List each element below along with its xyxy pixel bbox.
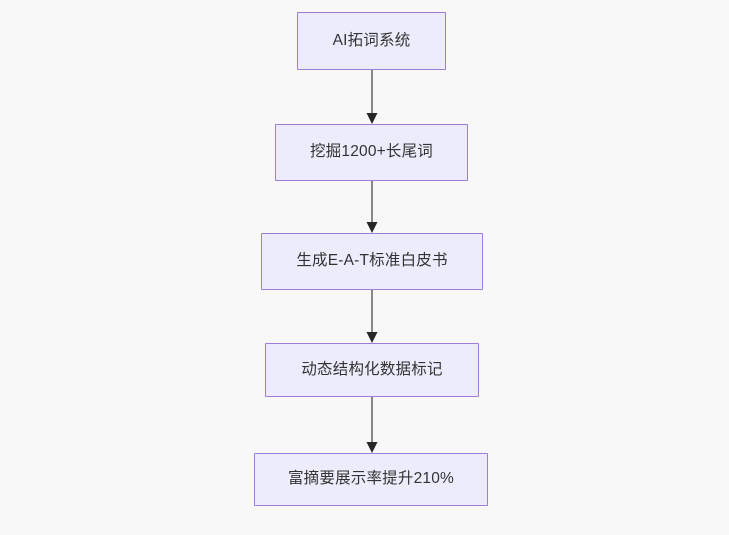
flow-node-label: 动态结构化数据标记 xyxy=(301,360,443,378)
flow-node-label: 富摘要展示率提升210% xyxy=(287,470,455,488)
arrowhead-icon xyxy=(366,113,377,124)
flow-node-dynamic-structured-data[interactable]: 动态结构化数据标记 xyxy=(265,343,479,397)
edge-ai-to-longtail xyxy=(366,70,377,124)
flow-node-ai-keyword-system[interactable]: AI拓词系统 xyxy=(297,12,446,70)
flow-node-label: 挖掘1200+长尾词 xyxy=(309,143,434,161)
flow-node-label: 生成E-A-T标准白皮书 xyxy=(296,252,448,270)
arrowhead-icon xyxy=(366,332,377,343)
edge-schema-to-richsnippet xyxy=(366,397,377,453)
arrowhead-icon xyxy=(366,442,377,453)
edge-longtail-to-whitepaper xyxy=(366,181,377,233)
flow-node-longtail-keywords[interactable]: 挖掘1200+长尾词 xyxy=(275,124,468,181)
flow-node-eat-whitepaper[interactable]: 生成E-A-T标准白皮书 xyxy=(261,233,483,290)
flow-node-label: AI拓词系统 xyxy=(332,31,411,49)
flow-node-rich-snippet-result[interactable]: 富摘要展示率提升210% xyxy=(254,453,488,506)
edge-whitepaper-to-schema xyxy=(366,290,377,343)
arrowhead-icon xyxy=(366,222,377,233)
